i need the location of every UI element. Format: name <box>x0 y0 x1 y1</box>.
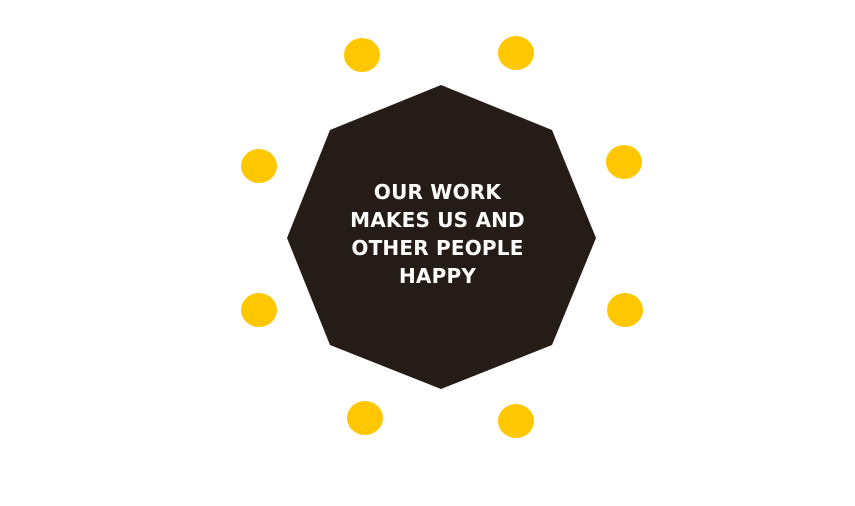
dot-top-right <box>498 36 534 70</box>
center-caption-line-2: MAKES US AND <box>350 208 525 232</box>
dots-group <box>241 36 643 438</box>
dot-upper-left <box>241 149 277 183</box>
dot-upper-right <box>606 145 642 179</box>
center-caption: OUR WORK MAKES US AND OTHER PEOPLE HAPPY <box>330 178 545 290</box>
center-caption-line-3: OTHER PEOPLE <box>351 236 524 260</box>
dot-bottom-left <box>347 401 383 435</box>
dot-bottom-right <box>498 404 534 438</box>
center-caption-line-4: HAPPY <box>398 264 476 288</box>
center-caption-line-1: OUR WORK <box>373 180 502 204</box>
dot-lower-left <box>241 293 277 327</box>
dot-top-left <box>344 38 380 72</box>
center-octagon <box>287 85 596 389</box>
dot-lower-right <box>607 293 643 327</box>
